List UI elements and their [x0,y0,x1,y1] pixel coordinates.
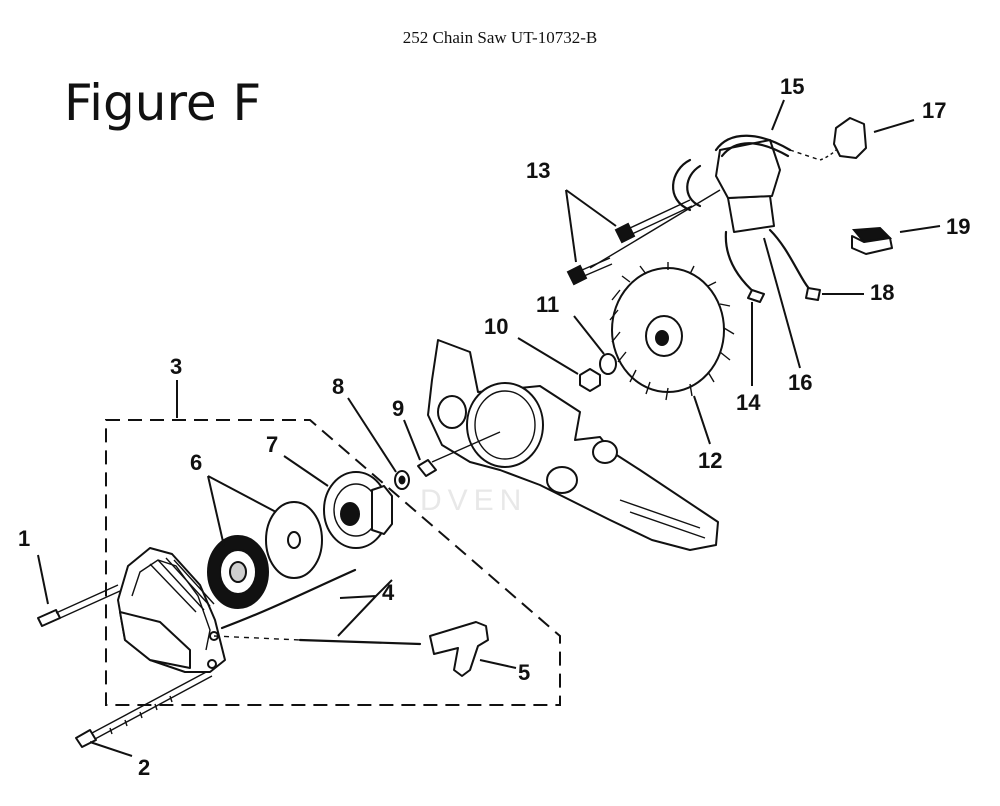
callout-16: 16 [788,370,812,395]
callout-11: 11 [536,292,559,317]
callout-10: 10 [484,314,508,339]
callout-7: 7 [266,432,278,457]
part-12-flywheel [609,262,735,401]
callout-9: 9 [392,396,404,421]
part-4-ropes [213,568,422,646]
callout-6: 6 [190,450,202,475]
part-5-starter-handle [429,621,489,677]
part-13-screws [566,189,721,286]
part-7-starter-pulley [323,471,393,549]
callout-8: 8 [332,374,344,399]
watermark-text: DVEN [420,484,527,517]
callout-14: 14 [736,390,761,415]
callout-1: 1 [18,526,30,551]
callout-18: 18 [870,280,894,305]
part-19-switch [851,226,893,255]
crankcase-housing [427,339,719,551]
part-10-nut [579,368,601,392]
starter-assembly-boundary [105,419,561,706]
callout-17: 17 [922,98,946,123]
callout-3: 3 [170,354,182,379]
starter-housing [117,547,226,673]
part-14-terminal [747,289,765,303]
part-15-spark-plug-wire [672,134,821,212]
part-2-screw [75,669,213,748]
part-18-terminal [805,287,821,301]
callout-5: 5 [518,660,530,685]
figure-label: Figure F [64,74,262,132]
callout-15: 15 [780,74,804,99]
callout-12: 12 [698,448,722,473]
part-9-screw [417,431,501,477]
leader-lines [37,99,941,757]
part-16-ignition-module [715,139,781,233]
part-6-spring-and-washer [207,501,323,609]
callout-2: 2 [138,755,150,780]
part-1-screw [37,584,121,627]
part-11-washer [599,353,617,375]
part-14-ground-wire [724,230,758,296]
callout-19: 19 [946,214,970,239]
callout-13: 13 [526,158,550,183]
part-17-boot [819,117,867,161]
page-title: 252 Chain Saw UT-10732-B [402,28,598,47]
callout-4: 4 [382,580,395,605]
